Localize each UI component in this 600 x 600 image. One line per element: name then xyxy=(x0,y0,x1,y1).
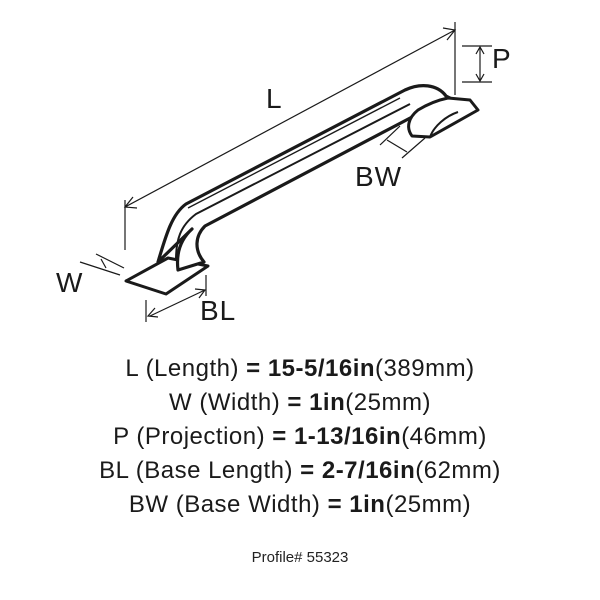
base-width-extension-left xyxy=(379,125,401,146)
base-length-dimension-line xyxy=(149,289,206,317)
spec-abbr: P xyxy=(113,423,130,450)
base-length-label: BL xyxy=(200,295,236,326)
base-length-arrow-left xyxy=(146,307,159,318)
width-label: W xyxy=(56,267,83,298)
spec-width: W (Width) = 1in(25mm) xyxy=(0,386,600,420)
spec-name: (Base Length) xyxy=(135,457,293,484)
spec-abbr: L xyxy=(125,355,139,382)
spec-equals: = xyxy=(272,423,287,450)
spec-abbr: BW xyxy=(128,491,169,518)
spec-metric: (25mm) xyxy=(345,389,431,416)
base-width-label: BW xyxy=(355,161,402,192)
spec-value: 2-7/16in xyxy=(321,457,416,484)
spec-abbr: W xyxy=(169,389,193,416)
length-dimension-line xyxy=(124,29,456,208)
spec-metric: (25mm) xyxy=(385,491,472,518)
handle-bar-highlight xyxy=(187,97,401,209)
spec-value: 1in xyxy=(349,491,386,518)
spec-name: (Base Width) xyxy=(175,491,321,518)
spec-metric: (62mm) xyxy=(415,457,501,484)
spec-name: (Projection) xyxy=(136,423,266,450)
spec-value: 1-13/16in xyxy=(293,423,402,450)
spec-projection: P (Projection) = 1-13/16in(46mm) xyxy=(0,420,600,454)
handle-bar-edge xyxy=(175,103,411,261)
width-extension-upper xyxy=(95,253,125,269)
projection-arrow-top xyxy=(475,45,485,55)
spec-metric: (46mm) xyxy=(401,423,487,450)
base-width-extension-right xyxy=(401,137,426,159)
dimension-labels: L P BW W BL xyxy=(56,43,512,326)
length-label: L xyxy=(266,83,283,114)
cabinet-pull-handle xyxy=(124,84,480,296)
spec-equals: = xyxy=(246,355,261,382)
spec-base-width: BW (Base Width) = 1in(25mm) xyxy=(0,488,600,522)
spec-name: (Length) xyxy=(145,355,239,382)
spec-equals: = xyxy=(300,457,315,484)
spec-name: (Width) xyxy=(199,389,281,416)
spec-value: 15-5/16in xyxy=(267,355,376,382)
width-extension-lower xyxy=(79,261,121,276)
dimension-lines xyxy=(79,22,492,322)
base-length-arrow-right xyxy=(194,288,207,299)
spec-base-length: BL (Base Length) = 2-7/16in(62mm) xyxy=(0,454,600,488)
spec-length: L (Length) = 15-5/16in(389mm) xyxy=(0,352,600,386)
projection-arrow-bottom xyxy=(475,73,485,83)
handle-right-base xyxy=(407,96,480,139)
spec-equals: = xyxy=(327,491,343,518)
length-arrow-left xyxy=(123,196,138,209)
width-dimension-line xyxy=(100,258,107,269)
handle-right-post-edge xyxy=(429,111,459,138)
spec-metric: (389mm) xyxy=(375,355,475,382)
spec-abbr: BL xyxy=(99,457,129,484)
base-width-dimension-line xyxy=(386,139,408,153)
length-arrow-right xyxy=(442,27,457,41)
spec-value: 1in xyxy=(309,389,346,416)
profile-number: Profile# 55323 xyxy=(251,549,349,566)
handle-dimension-drawing: L P BW W BL xyxy=(56,22,512,326)
spec-equals: = xyxy=(287,389,302,416)
projection-label: P xyxy=(492,43,512,74)
dimension-spec-list: L (Length) = 15-5/16in(389mm) W (Width) … xyxy=(0,352,600,522)
